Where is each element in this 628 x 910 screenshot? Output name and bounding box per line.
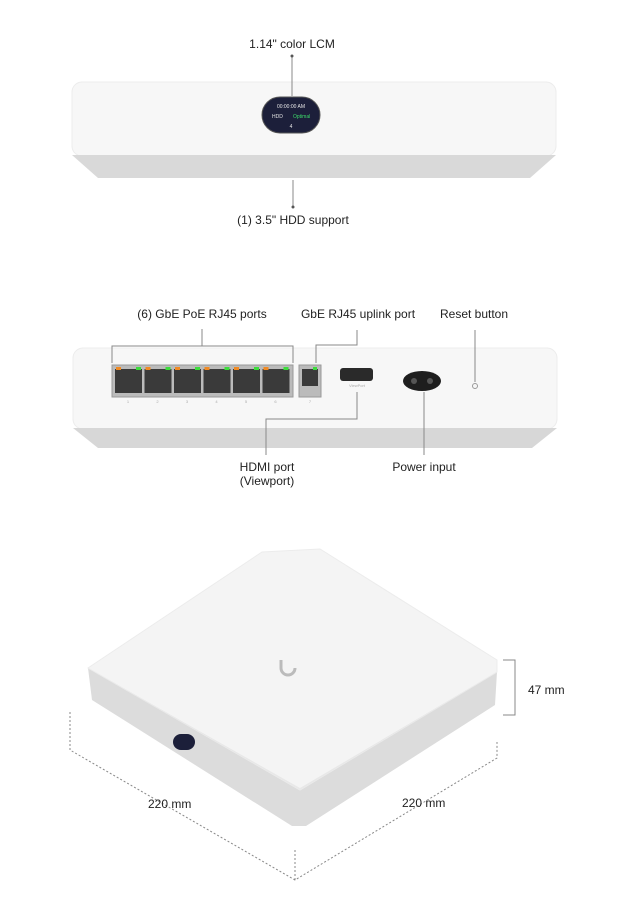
width-dimension: 220 mm [148, 797, 192, 811]
port-led-green [195, 367, 200, 370]
poe-port [174, 369, 201, 393]
poe-ports-label: (6) GbE PoE RJ45 ports [137, 307, 267, 321]
power-input-label: Power input [392, 460, 456, 474]
uplink-number: 7 [308, 399, 312, 404]
port-led-orange [145, 367, 151, 370]
port-number: 4 [215, 399, 218, 404]
port-led-green [165, 367, 171, 370]
port-number: 3 [185, 399, 189, 404]
hdmi-port-label: HDMI port (Viewport) [240, 460, 295, 488]
port-led-orange [116, 367, 121, 370]
port-led-orange [204, 367, 210, 370]
lcm-status-text: Optimal [293, 114, 310, 120]
lcm-time-text: 00:00:00 AM [277, 104, 305, 110]
port-number: 5 [244, 399, 248, 404]
lcm-screen [261, 96, 321, 134]
lcm-count-text: 4 [290, 124, 293, 130]
rear-view-device [72, 329, 558, 455]
power-input [403, 371, 441, 391]
hdmi-label-line1: HDMI port [239, 460, 295, 474]
port-led-orange [263, 367, 269, 370]
port-number: 1 [126, 399, 130, 404]
ubiquiti-logo [279, 660, 297, 677]
lcm-hdd-text: HDD [272, 114, 283, 120]
reset-button-label: Reset button [439, 307, 509, 321]
port-led-orange [234, 367, 239, 370]
lcm-screen-iso [173, 734, 195, 750]
port-number: 6 [274, 399, 277, 404]
hdmi-label-line2: (Viewport) [239, 474, 295, 488]
front-view-device: 00:00:00 AM HDD Optimal 4 [71, 54, 557, 209]
reset-button [472, 383, 478, 389]
port-led-orange [175, 367, 180, 370]
depth-dimension: 220 mm [402, 796, 446, 810]
port-led-green [136, 367, 141, 370]
port-led-green [254, 367, 259, 370]
poe-port [233, 369, 260, 393]
poe-port [144, 369, 172, 393]
isometric-device [69, 548, 516, 881]
poe-port [262, 369, 290, 393]
poe-port [203, 369, 231, 393]
poe-port [115, 369, 142, 393]
lcm-label: 1.14" color LCM [249, 37, 335, 51]
port-number: 2 [156, 399, 159, 404]
hdd-support-label: (1) 3.5" HDD support [237, 213, 349, 227]
height-dimension: 47 mm [528, 683, 565, 697]
port-led-green [224, 367, 230, 370]
port-led-green [283, 367, 289, 370]
uplink-port-label: GbE RJ45 uplink port [300, 307, 416, 321]
hdmi-port-text: ViewPort [349, 383, 365, 388]
hdmi-port [340, 368, 373, 381]
